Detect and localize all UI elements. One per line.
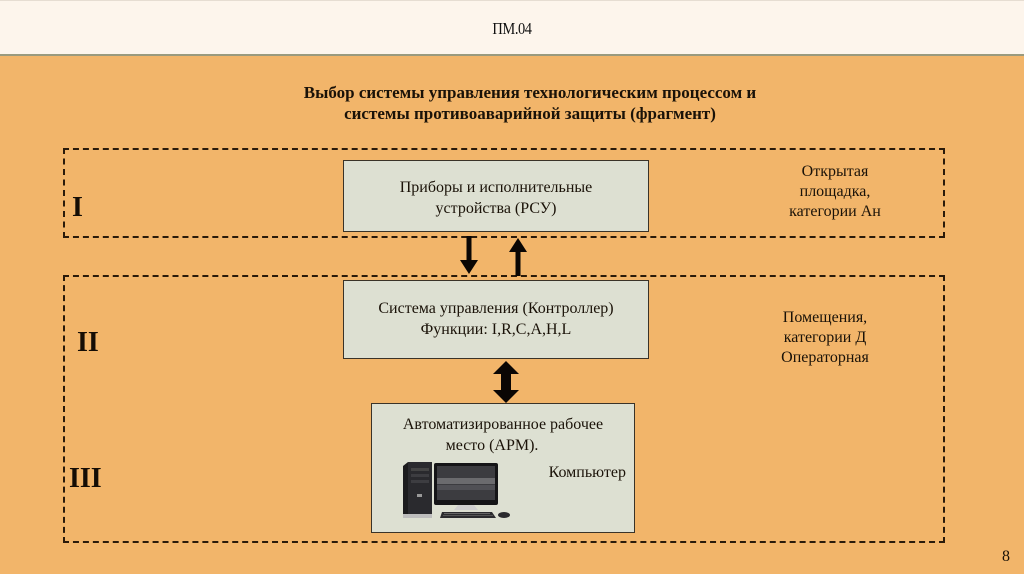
zone-ii-note-line-3: Операторная: [781, 349, 869, 366]
box-arm-line-3: Компьютер: [548, 464, 626, 481]
box-controller-line-2: Функции: I,R,C,A,H,L: [420, 321, 572, 338]
arrow-up-icon: [509, 238, 527, 276]
desktop-computer-icon: [403, 462, 510, 518]
zone-i-note-line-2: площадка,: [799, 183, 871, 200]
box-rsu-line-2: устройства (РСУ): [435, 200, 557, 217]
zone-operator-room: [63, 275, 945, 543]
box-arm-line-1: Автоматизированное рабочее: [402, 416, 604, 433]
zone-i-note-line-1: Открытая: [801, 163, 869, 180]
slide-title-line-2: системы противоаварийной защиты (фрагмен…: [344, 104, 716, 123]
box-controller: Система управления (Контроллер) Функции:…: [343, 280, 649, 359]
zone-open-area: [63, 148, 945, 238]
box-instruments-rsu: Приборы и исполнительные устройства (РСУ…: [343, 160, 649, 232]
zone-ii-note-line-2: категории Д: [783, 329, 867, 346]
box-controller-line-1: Система управления (Контроллер): [378, 300, 614, 317]
slide-title: Выбор системы управления технологическим…: [230, 82, 830, 124]
box-rsu-line-1: Приборы и исполнительные: [399, 179, 593, 196]
arrow-down-icon: [460, 236, 478, 274]
zone-label-ii: II: [77, 327, 99, 358]
box-arm-line-2: место (АРМ).: [445, 437, 539, 454]
zone-ii-note: Помещения, категории Д Операторная: [760, 308, 890, 368]
slide-title-line-1: Выбор системы управления технологическим…: [303, 83, 757, 102]
zone-label-iii: III: [69, 463, 102, 494]
zone-i-note: Открытая площадка, категории Ан: [770, 162, 900, 222]
zone-i-note-line-3: категории Ан: [789, 203, 881, 220]
page-number: 8: [1002, 548, 1010, 565]
bidirectional-arrow-icon: [493, 361, 519, 403]
zone-ii-note-line-1: Помещения,: [782, 309, 868, 326]
header-title: ПМ.04: [492, 19, 532, 38]
slide-header: ПМ.04: [0, 0, 1024, 56]
zone-label-i: I: [72, 192, 83, 223]
